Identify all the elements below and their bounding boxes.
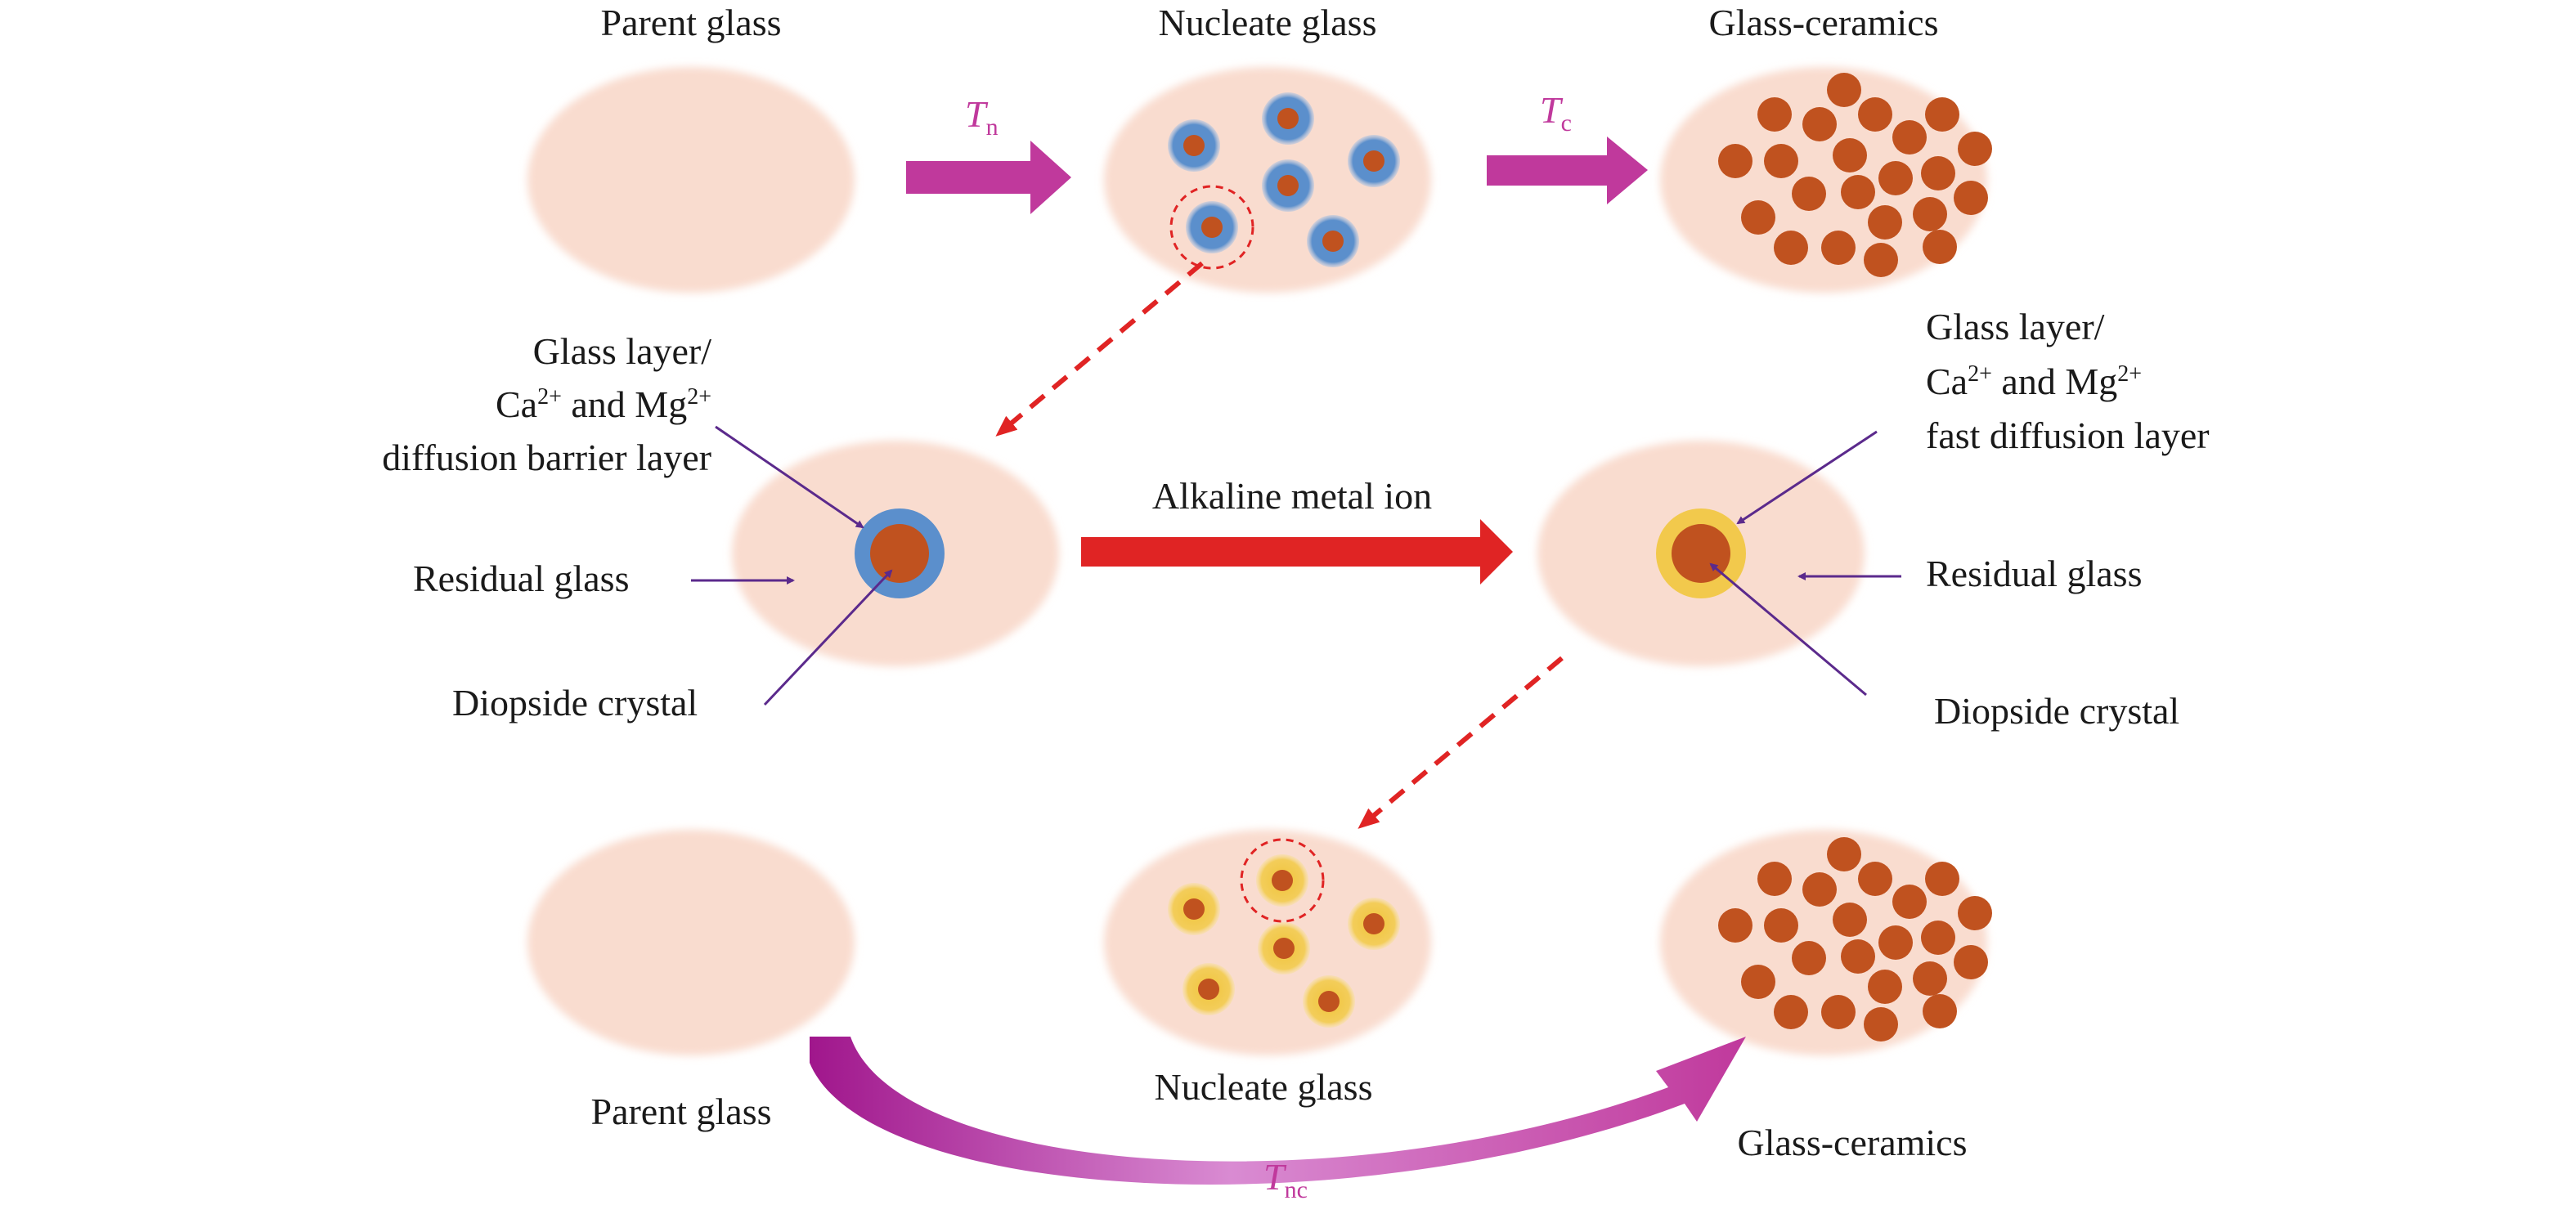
right-layer-line1: Glass layer/: [1926, 306, 2105, 347]
left-diopside-label: Diopside crystal: [452, 682, 698, 723]
diopside-crystal-left: [870, 524, 929, 583]
row3-crystals: [1718, 837, 1992, 1042]
zoom-arrow-bottom: [1358, 656, 1564, 829]
tc-label: Tc: [1540, 89, 1572, 137]
row1-crystals: [1718, 73, 1992, 277]
right-diopside-label: Diopside crystal: [1934, 690, 2179, 732]
row3-nucleate-label: Nucleate glass: [1155, 1066, 1373, 1108]
zoom-arrow-top: [995, 261, 1204, 437]
row1-ceramics-label: Glass-ceramics: [1709, 2, 1939, 43]
nucleus: [1348, 135, 1400, 187]
nucleus: [1183, 963, 1235, 1015]
tn-label: Tn: [965, 93, 999, 141]
row1-nucleate-label: Nucleate glass: [1159, 2, 1377, 43]
nucleus: [1186, 201, 1238, 253]
left-layer-line2: Ca2+ and Mg2+: [496, 383, 711, 425]
nucleus: [1168, 883, 1220, 935]
alkaline-label: Alkaline metal ion: [1152, 475, 1432, 517]
tc-arrow: [1487, 137, 1648, 204]
left-layer-line3: diffusion barrier layer: [382, 437, 711, 478]
row1-nuclei: [1168, 92, 1400, 267]
nucleus: [1307, 215, 1359, 267]
nucleus: [1262, 92, 1314, 145]
row3-parent-label: Parent glass: [590, 1091, 771, 1132]
highlight-circle-row3: [1240, 838, 1325, 923]
nucleus: [1256, 854, 1308, 907]
highlight-circle-row1: [1169, 185, 1254, 270]
nucleus: [1262, 159, 1314, 212]
row1-parent-glass: [527, 67, 855, 293]
pointer-barrier-layer: [715, 425, 864, 529]
row3-ceramics-label: Glass-ceramics: [1738, 1122, 1968, 1163]
left-layer-line1: Glass layer/: [533, 330, 712, 372]
nucleus: [1258, 922, 1310, 974]
right-residual-label: Residual glass: [1926, 553, 2142, 594]
left-residual-label: Residual glass: [413, 558, 629, 599]
right-layer-line3: fast diffusion layer: [1926, 414, 2210, 456]
row3-nuclei: [1168, 854, 1400, 1028]
nucleus: [1168, 119, 1220, 172]
nucleus: [1348, 898, 1400, 950]
alkaline-arrow: [1081, 519, 1513, 585]
tnc-curved-arrow: [810, 1037, 1746, 1185]
row1-parent-label: Parent glass: [600, 2, 781, 43]
pointer-diopside-right: [1709, 562, 1867, 697]
pointer-fast-layer: [1736, 430, 1878, 525]
right-layer-line2: Ca2+ and Mg2+: [1926, 361, 2142, 402]
pointer-diopside-left: [763, 569, 893, 706]
tn-arrow: [906, 141, 1071, 214]
nucleus: [1303, 975, 1355, 1028]
tnc-label: Tnc: [1263, 1156, 1308, 1203]
row3-parent-glass: [527, 830, 855, 1055]
